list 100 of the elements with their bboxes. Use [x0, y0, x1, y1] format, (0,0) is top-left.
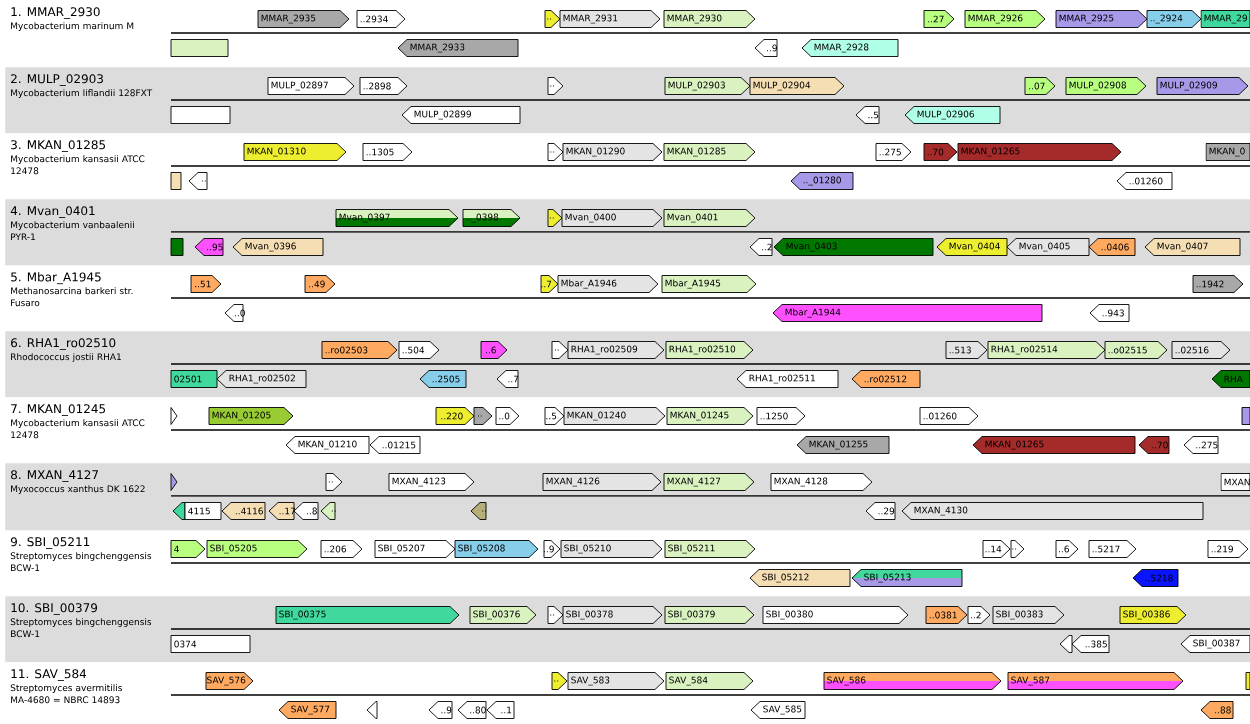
gene-box: ..7 [496, 370, 519, 388]
gene-box: Mbar_A1944 [772, 304, 1043, 322]
gene-box: SBI_00376 [469, 606, 537, 624]
species-name: Mycobacterium kansasii ATCC 12478 [11, 419, 145, 439]
gene-box: SBI_00378 [562, 606, 663, 624]
gene-box: ..01215 [369, 436, 421, 454]
gene-box: 02501 [170, 370, 218, 388]
gene-box: Mvan_0405 [1006, 238, 1090, 256]
gene-box: ..2 [749, 238, 773, 256]
gene-box: ..51 [190, 275, 222, 293]
gene-box: MKAN_01210 [285, 436, 370, 454]
species-name: Mycobacterium vanbaalenii PYR-1 [11, 221, 134, 241]
gene-box: RHA1_ro02514 [987, 341, 1106, 359]
gene-box: ..1250 [756, 407, 806, 425]
gene-box: ..o02515 [1104, 341, 1168, 359]
gene-box: ..943 [1089, 304, 1130, 322]
gene-box: RHA1_ro02509 [567, 341, 665, 359]
gene-box: ..70 [1138, 436, 1170, 454]
gene-box: RHA1_ro02511 [736, 370, 839, 388]
gene-box [1059, 635, 1073, 653]
gene-box [170, 238, 184, 256]
gene-box: SBI_05210 [560, 540, 663, 558]
gene-box: MMAR_2935 [257, 10, 350, 28]
gene-box: MKAN_01290 [562, 143, 663, 161]
gene-box: ..80 [457, 701, 487, 719]
gene-box: SAV_577 [278, 701, 337, 719]
gene-box: SBI_05212 [749, 569, 851, 587]
gene-box: .. [188, 172, 208, 190]
gene-box: Mvan_0400 [561, 209, 663, 227]
species-name: Myxococcus xanthus DK 1622 [11, 485, 145, 494]
gene-box: 4 [170, 540, 206, 558]
gene-box: ..220 [435, 407, 475, 425]
gene-box: MULP_02906 [904, 106, 1001, 124]
track-title: 2. MULP_02903 [11, 74, 103, 86]
gene-box: .. [320, 502, 336, 520]
gene-box: SBI_00386 [1119, 606, 1187, 624]
gene-box: 0374 [170, 635, 251, 653]
gene-box: MMAR_2925 [1055, 10, 1148, 28]
species-name: Streptomyces bingchenggensis BCW-1 [10, 618, 152, 638]
gene-box: MKAN_0 [1205, 143, 1250, 161]
gene-box: ..1 [486, 701, 515, 719]
gene-box: RHA1_ro02502 [216, 370, 307, 388]
gene-box: MXAN_4123 [388, 473, 475, 491]
gene-box: .. [544, 10, 561, 28]
track-title: 8. MXAN_4127 [11, 470, 98, 482]
gene-box: MMAR_29 [1200, 10, 1250, 28]
gene-box [1241, 407, 1250, 425]
gene-box [1245, 672, 1250, 690]
gene-box: SAV_583 [567, 672, 665, 690]
gene-box: MMAR_2931 [559, 10, 661, 28]
gene-box: ..275 [1183, 436, 1219, 454]
gene-box: SAV_584 [665, 672, 754, 690]
gene-box: .. [547, 209, 563, 227]
gene-box: ..01260 [919, 407, 979, 425]
gene-box: .._2924 [1146, 10, 1202, 28]
gene-box: Mbar_A1946 [557, 275, 659, 293]
gene-box: MXAN_4130 [901, 502, 1204, 520]
gene-box: MKAN_01310 [243, 143, 347, 161]
track-title: 9. SBI_05211 [10, 537, 90, 549]
gene-box: .._01280 [790, 172, 854, 190]
gene-box: MXAN_4127 [663, 473, 755, 491]
gene-box: MKAN_01255 [796, 436, 890, 454]
gene-box: SAV_585 [750, 701, 806, 719]
gene-box: Mvan_0407 [1144, 238, 1241, 256]
gene-box: MULP_02904 [749, 77, 845, 95]
gene-box: MKAN_01285 [663, 143, 756, 161]
gene-box [170, 407, 178, 425]
track-title: 6. RHA1_ro02510 [11, 338, 116, 350]
gene-box: ..ro02512 [851, 370, 921, 388]
gene-box [170, 39, 229, 57]
gene-box: MKAN_01265 [972, 436, 1136, 454]
gene-box: Mbar_A1945 [661, 275, 757, 293]
track-title: 5. Mbar_A1945 [11, 272, 101, 285]
track-title: 4. Mvan_0401 [10, 206, 95, 218]
gene-box: ..9 [428, 701, 453, 719]
gene-box: ..5217 [1088, 540, 1137, 558]
gene-box: MMAR_2926 [964, 10, 1046, 28]
gene-box: MXAN_4128 [770, 473, 873, 491]
gene-box: ..1942 [1192, 275, 1244, 293]
gene-box: MXAN_4126 [542, 473, 662, 491]
gene-box: ..2 [967, 606, 991, 624]
gene-box: ..504 [398, 341, 440, 359]
gene-box: ..6 [1055, 540, 1079, 558]
gene-box: Mvan_0404 [936, 238, 1008, 256]
gene-box: ..ro02503 [321, 341, 398, 359]
gene-box: ..219 [1207, 540, 1249, 558]
gene-box [170, 473, 178, 491]
gene-box: MULP_02897 [267, 77, 355, 95]
track-title: 7. MKAN_01245 [11, 404, 106, 416]
gene-box: .. [473, 407, 493, 425]
species-name: Streptomyces bingchenggensis BCW-1 [10, 552, 152, 572]
gene-box: MULP_02899 [401, 106, 521, 124]
gene-box: ..275 [875, 143, 912, 161]
gene-box: .. [551, 672, 568, 690]
gene-box: ..0 [495, 407, 520, 425]
track-title: 10. SBI_00379 [11, 603, 98, 615]
gene-box: .. [470, 502, 487, 520]
species-name: Mycobacterium kansasii ATCC 12478 [11, 155, 145, 175]
gene-box: ..206 [320, 540, 363, 558]
species-name: Mycobacterium liflandii 128FXT [11, 89, 153, 98]
